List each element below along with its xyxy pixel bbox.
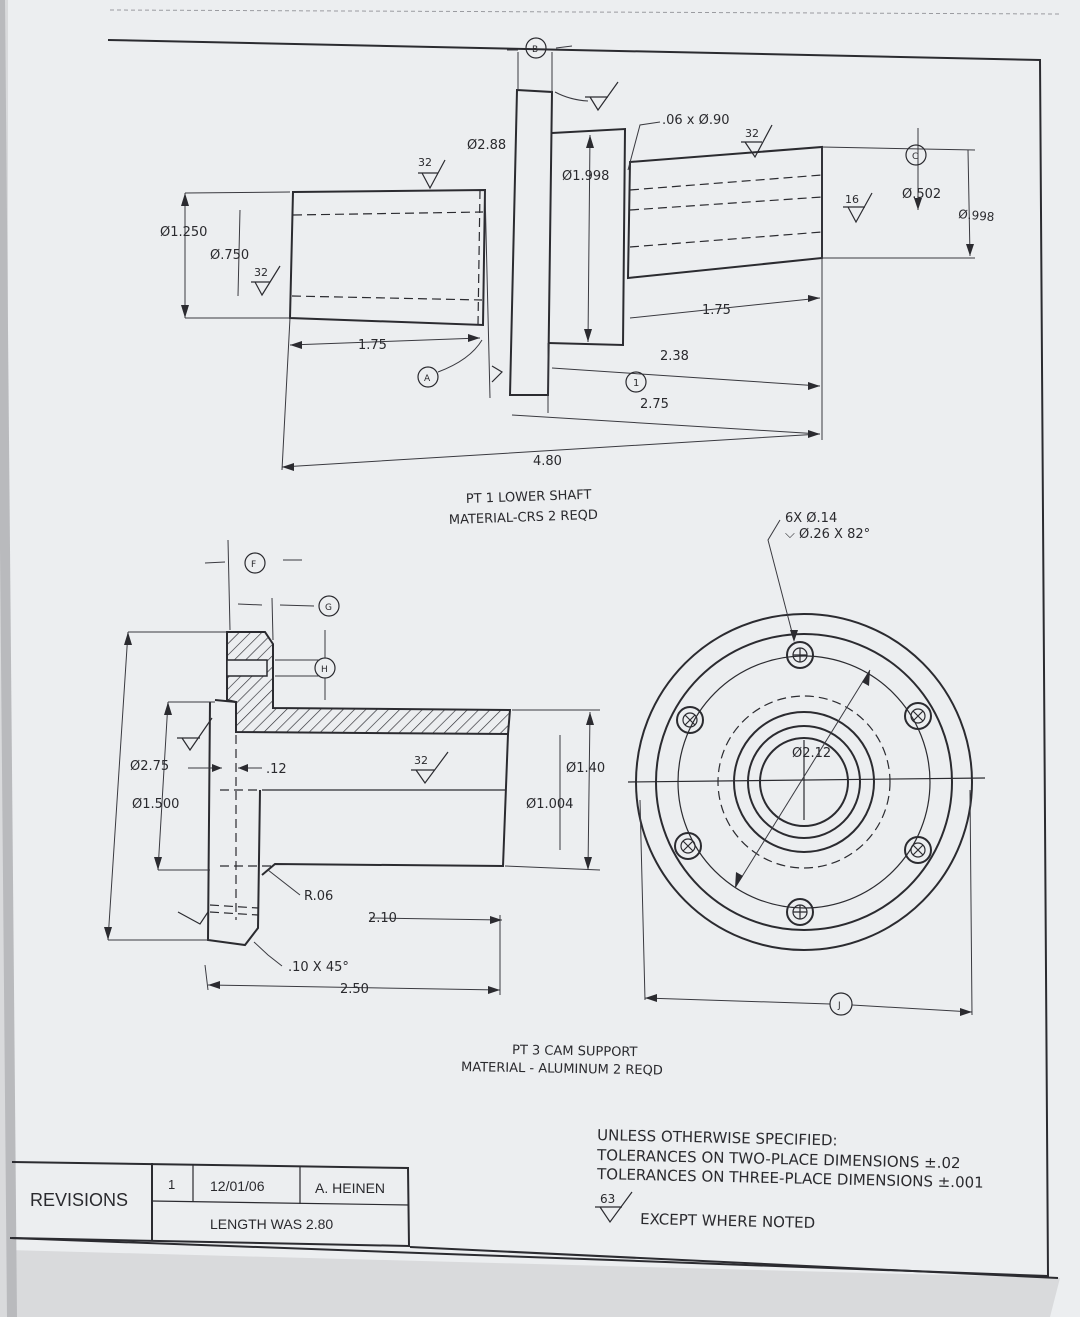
counterbore-hole bbox=[226, 659, 268, 677]
revision-description: LENGTH WAS 2.80 bbox=[210, 1216, 333, 1232]
finish-32b: 32 bbox=[254, 266, 268, 279]
flange-outline bbox=[206, 699, 261, 947]
hidden-line bbox=[292, 211, 484, 216]
dim-length-275: 2.75 bbox=[640, 397, 669, 412]
dim-d1998: Ø1.998 bbox=[562, 169, 609, 184]
dim-d750: Ø.750 bbox=[210, 248, 249, 263]
bolt-hole-5 bbox=[904, 836, 932, 864]
revisions-block: REVISIONS 1 12/01/06 A. HEINEN LENGTH WA… bbox=[11, 1161, 411, 1248]
callout-c: C bbox=[912, 152, 918, 162]
part1-material: MATERIAL-CRS 2 REQD bbox=[449, 508, 599, 528]
part1-lower-shaft: Ø1.250 Ø.750 Ø2.88 Ø1.998 .06 x Ø.90 Ø.5… bbox=[160, 37, 995, 528]
finish-32-cam: 32 bbox=[414, 754, 428, 767]
hidden-line bbox=[629, 174, 823, 191]
hidden-line bbox=[291, 295, 483, 301]
surface-finish-symbol bbox=[251, 265, 281, 297]
dim-d212: Ø2.12 bbox=[792, 746, 831, 761]
dim-d275: Ø2.75 bbox=[130, 759, 169, 774]
dim-length-175b: 1.75 bbox=[702, 303, 731, 318]
cam-support-end-view bbox=[627, 519, 986, 1016]
shaft-middle-section bbox=[547, 127, 627, 347]
dim-d140: Ø1.40 bbox=[566, 761, 605, 776]
callout-b: B bbox=[532, 45, 538, 55]
dim-holes-line1: 6X Ø.14 bbox=[785, 511, 837, 526]
surface-finish-symbol bbox=[595, 1191, 633, 1224]
dim-length-480: 4.80 bbox=[533, 454, 562, 469]
dim-d1500: Ø1.500 bbox=[132, 797, 179, 812]
dim-length-210: 2.10 bbox=[368, 911, 397, 926]
hidden-line bbox=[209, 735, 275, 920]
surface-finish-symbol bbox=[843, 192, 873, 224]
callout-a: A bbox=[424, 374, 431, 384]
dim-d998: Ø.998 bbox=[958, 207, 995, 224]
revision-author: A. HEINEN bbox=[315, 1180, 385, 1196]
dim-chamfer-shaft: .06 x Ø.90 bbox=[662, 113, 730, 128]
bolt-hole-4 bbox=[674, 832, 702, 860]
callout-1: 1 bbox=[633, 378, 639, 389]
part1-title: PT 1 LOWER SHAFT bbox=[466, 488, 592, 507]
dim-length-12: .12 bbox=[266, 762, 287, 777]
part3-title: PT 3 CAM SUPPORT bbox=[512, 1043, 638, 1060]
paper-sheet bbox=[8, 0, 1080, 1317]
dim-d288: Ø2.88 bbox=[467, 138, 506, 153]
shaft-left-section bbox=[288, 188, 487, 327]
hidden-line bbox=[629, 231, 823, 248]
dim-length-175a: 1.75 bbox=[358, 338, 387, 353]
bolt-hole-6 bbox=[786, 898, 814, 926]
surface-finish-symbol bbox=[411, 751, 449, 785]
finish-32a: 32 bbox=[418, 156, 432, 169]
datum-j-bubble bbox=[829, 992, 853, 1016]
dim-length-238: 2.38 bbox=[660, 349, 689, 364]
revision-date: 12/01/06 bbox=[210, 1178, 265, 1194]
dim-length-250: 2.50 bbox=[340, 982, 369, 997]
surface-finish-symbol bbox=[585, 81, 619, 112]
dim-chamfer-cam: .10 X 45° bbox=[288, 960, 349, 975]
finish-16: 16 bbox=[845, 193, 859, 206]
bolt-hole-2 bbox=[676, 706, 704, 734]
revision-number: 1 bbox=[168, 1177, 175, 1192]
finish-32c: 32 bbox=[745, 127, 759, 140]
part3-cam-support: Ø2.75 Ø1.500 .12 Ø1.40 Ø1.004 R.06 2.10 … bbox=[104, 511, 986, 1079]
surface-finish-symbol bbox=[491, 365, 503, 383]
surface-finish-symbol bbox=[741, 124, 773, 159]
datum-f-bubble bbox=[244, 552, 266, 574]
page-edge bbox=[0, 0, 17, 1317]
dim-holes-line2: ⌵ Ø.26 X 82° bbox=[785, 527, 870, 542]
callout-j: J bbox=[837, 1001, 841, 1011]
dim-radius-06: R.06 bbox=[304, 889, 333, 904]
revisions-label: REVISIONS bbox=[30, 1190, 128, 1210]
notes-finish-63: 63 bbox=[600, 1192, 615, 1206]
notes-line-4: EXCEPT WHERE NOTED bbox=[640, 1210, 815, 1232]
surface-finish-symbol bbox=[177, 717, 213, 752]
surface-finish-symbol bbox=[177, 911, 209, 925]
part3-material: MATERIAL - ALUMINUM 2 REQD bbox=[461, 1060, 663, 1079]
hub-outline bbox=[261, 733, 509, 876]
dim-d1004: Ø1.004 bbox=[526, 797, 573, 812]
hidden-line bbox=[629, 196, 823, 211]
callout-h: H bbox=[321, 665, 328, 675]
callout-f: F bbox=[251, 560, 256, 570]
callout-g: G bbox=[325, 603, 332, 613]
bolt-hole-3 bbox=[904, 702, 932, 730]
top-dotted-line bbox=[109, 9, 1061, 15]
datum-b-bubble bbox=[525, 37, 547, 59]
drawing-border bbox=[9, 39, 1050, 1278]
hidden-line bbox=[477, 189, 481, 326]
bolt-hole-1 bbox=[786, 641, 814, 669]
datum-c-bubble bbox=[905, 144, 927, 166]
surface-finish-symbol bbox=[418, 159, 446, 190]
dim-d1250: Ø1.250 bbox=[160, 225, 207, 240]
datum-a-bubble bbox=[417, 366, 439, 388]
notes-line-1: UNLESS OTHERWISE SPECIFIED: bbox=[597, 1126, 838, 1149]
general-notes: UNLESS OTHERWISE SPECIFIED: TOLERANCES O… bbox=[595, 1126, 984, 1232]
bottom-rule bbox=[409, 1246, 1059, 1279]
dim-d502: Ø.502 bbox=[902, 187, 941, 202]
datum-g-bubble bbox=[318, 595, 340, 617]
note-1-bubble bbox=[625, 371, 647, 393]
